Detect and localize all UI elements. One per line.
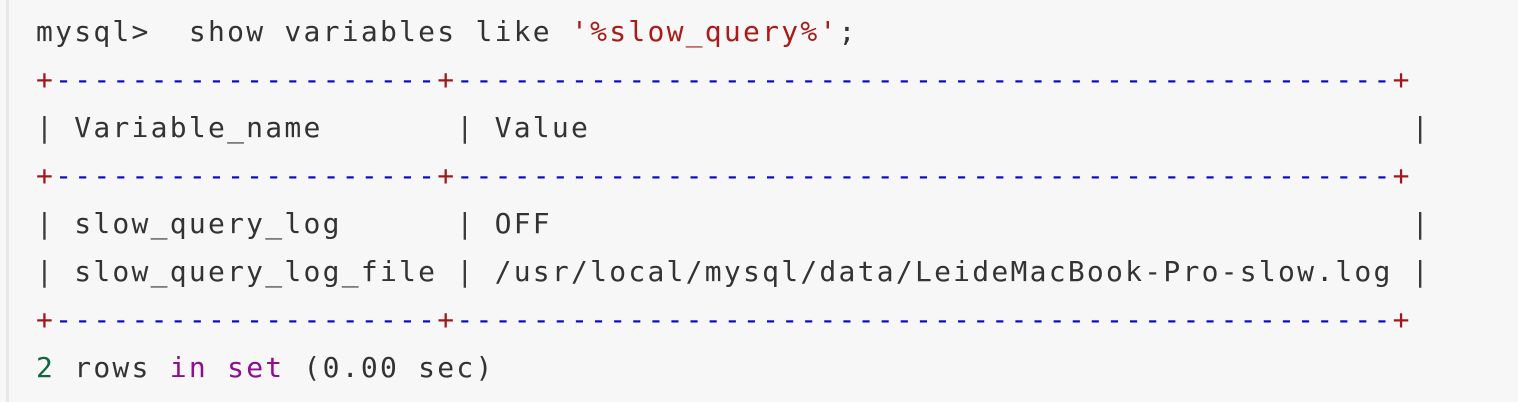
command-text: show variables like (188, 15, 552, 48)
cell-pad (55, 255, 74, 288)
pipe-left: | (36, 255, 56, 288)
separator-plus-right: + (1392, 159, 1412, 192)
cell-variable-name: slow_query_log_file (74, 255, 438, 288)
command-argument: '%slow_query%' (571, 15, 839, 48)
separator-dashes-col1: -------------------- (55, 63, 438, 96)
cell-pad (55, 207, 74, 240)
left-gutter-rule (6, 0, 9, 402)
pipe-right: | (1411, 111, 1431, 144)
pipe-right: | (1411, 207, 1431, 240)
table-separator-middle: +--------------------+------------------… (36, 152, 1518, 200)
cell-pad (437, 111, 456, 144)
separator-plus-left: + (36, 303, 56, 336)
separator-plus-middle: + (437, 63, 457, 96)
table-separator-bottom: +--------------------+------------------… (36, 296, 1518, 344)
separator-plus-left: + (36, 63, 56, 96)
cell-pad (55, 111, 74, 144)
cell-pad (475, 111, 494, 144)
pipe-middle: | (456, 255, 476, 288)
result-status-keyword: in set (169, 351, 285, 384)
separator-plus-left: + (36, 159, 56, 192)
separator-plus-middle: + (437, 159, 457, 192)
cell-value: OFF (494, 207, 1412, 240)
result-timing: (0.00 sec) (284, 351, 495, 384)
cell-variable-name: slow_query_log (74, 207, 438, 240)
table-header-row: | Variable_name | Value | (36, 104, 1518, 152)
column-header-value: Value (494, 111, 1412, 144)
separator-dashes-col2: ----------------------------------------… (456, 159, 1393, 192)
pipe-left: | (36, 207, 56, 240)
command-gap (552, 15, 571, 48)
pipe-right: | (1411, 255, 1431, 288)
separator-dashes-col2: ----------------------------------------… (456, 303, 1393, 336)
mysql-prompt: mysql> (36, 15, 151, 48)
command-terminator: ; (838, 15, 858, 48)
separator-dashes-col2: ----------------------------------------… (456, 63, 1393, 96)
table-separator-top: +--------------------+------------------… (36, 56, 1518, 104)
column-header-variable-name: Variable_name (74, 111, 438, 144)
separator-plus-middle: + (437, 303, 457, 336)
separator-plus-right: + (1392, 63, 1412, 96)
terminal-text-area: mysql> show variables like '%slow_query%… (36, 8, 1518, 402)
table-row: | slow_query_log_file | /usr/local/mysql… (36, 248, 1518, 296)
separator-plus-right: + (1392, 303, 1412, 336)
cell-pad (437, 255, 456, 288)
cell-pad (437, 207, 456, 240)
result-summary-line: 2 rows in set (0.00 sec) (36, 344, 1518, 392)
cell-value: /usr/local/mysql/data/LeideMacBook-Pro-s… (494, 255, 1412, 288)
pipe-left: | (36, 111, 56, 144)
separator-dashes-col1: -------------------- (55, 159, 438, 192)
result-row-count: 2 (36, 351, 56, 384)
separator-dashes-col1: -------------------- (55, 303, 438, 336)
terminal-line-command: mysql> show variables like '%slow_query%… (36, 8, 1518, 56)
pipe-middle: | (456, 111, 476, 144)
table-row: | slow_query_log | OFF | (36, 200, 1518, 248)
cell-pad (475, 255, 494, 288)
command-spacer (151, 15, 189, 48)
result-count-noun: rows (55, 351, 170, 384)
cell-pad (475, 207, 494, 240)
pipe-middle: | (456, 207, 476, 240)
